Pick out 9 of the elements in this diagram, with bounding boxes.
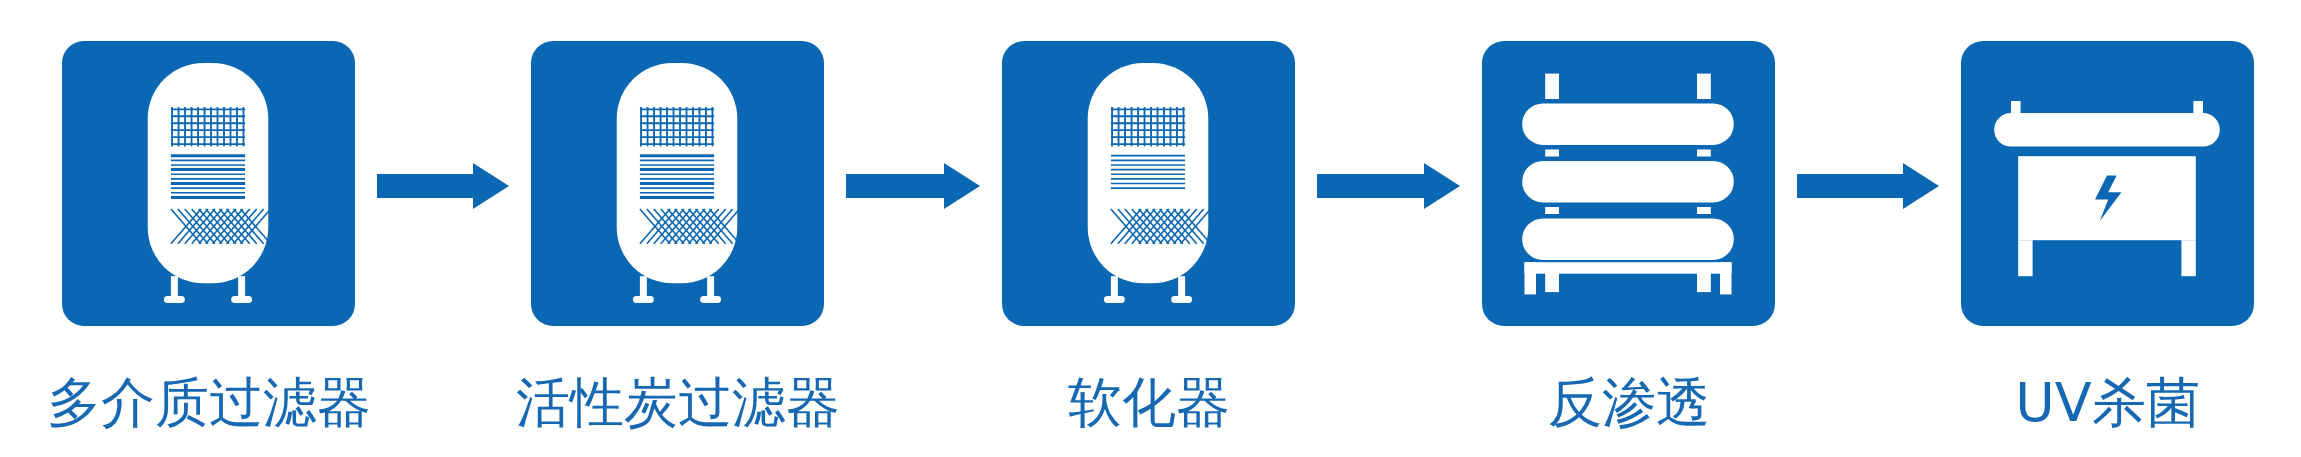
arrow	[846, 163, 980, 209]
node-label: 反渗透	[1547, 371, 1710, 435]
arrow	[1317, 163, 1460, 209]
arrow	[1797, 163, 1939, 209]
node-label: UV杀菌	[2015, 371, 2200, 435]
node-label: 活性炭过滤器	[515, 371, 840, 435]
node-label: 多介质过滤器	[46, 371, 371, 435]
arrow	[377, 163, 509, 209]
node-label: 软化器	[1067, 371, 1230, 435]
